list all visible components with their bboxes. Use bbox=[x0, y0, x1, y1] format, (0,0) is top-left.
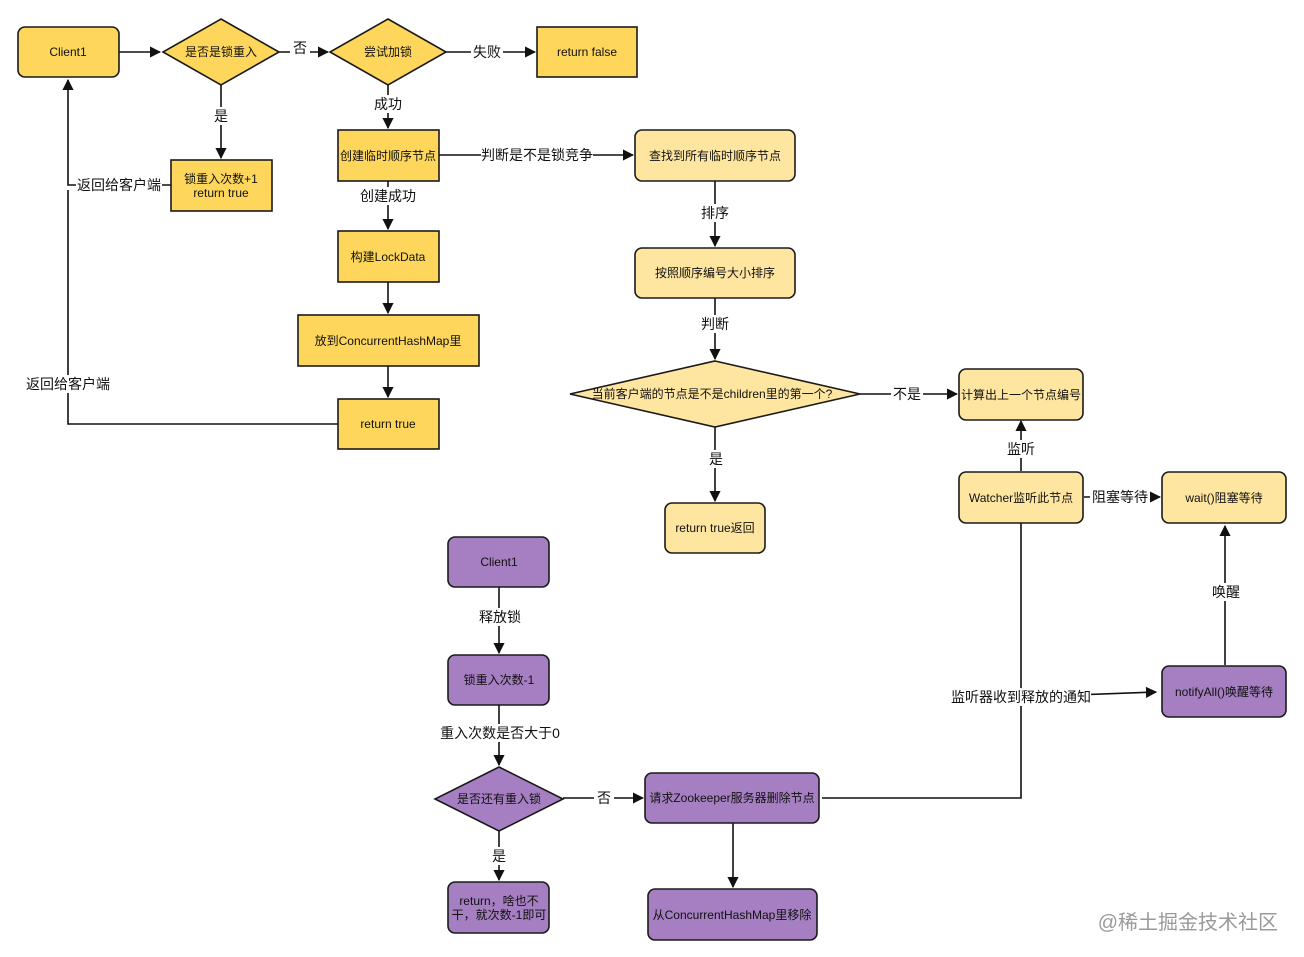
svg-text:干，就次数-1即可: 干，就次数-1即可 bbox=[452, 907, 547, 922]
label-listener-notified: 监听器收到释放的通知 bbox=[951, 689, 1091, 705]
label-create-success: 创建成功 bbox=[360, 188, 416, 204]
svg-text:查找到所有临时顺序节点: 查找到所有临时顺序节点 bbox=[649, 148, 781, 163]
svg-text:当前客户端的节点是不是children里的第一个?: 当前客户端的节点是不是children里的第一个? bbox=[592, 386, 833, 401]
label-listen: 监听 bbox=[1007, 441, 1035, 457]
reentrant-inc-node: 锁重入次数+1 return true bbox=[170, 159, 273, 212]
label-fail: 失败 bbox=[473, 44, 501, 60]
has-reentrant-decision: 是否还有重入锁 bbox=[433, 766, 565, 832]
svg-text:创建临时顺序节点: 创建临时顺序节点 bbox=[340, 148, 436, 163]
calc-prev-node: 计算出上一个节点编号 bbox=[958, 368, 1084, 421]
find-all-nodes: 查找到所有临时顺序节点 bbox=[634, 129, 796, 182]
wait-block-node: wait()阻塞等待 bbox=[1161, 471, 1287, 524]
svg-text:从ConcurrentHashMap里移除: 从ConcurrentHashMap里移除 bbox=[653, 907, 812, 922]
watcher-node: Watcher监听此节点 bbox=[958, 471, 1084, 524]
watermark-text: @稀土掘金技术社区 bbox=[1098, 911, 1278, 934]
svg-text:return true: return true bbox=[360, 417, 416, 431]
put-map-node: 放到ConcurrentHashMap里 bbox=[297, 314, 480, 367]
svg-text:是否是锁重入: 是否是锁重入 bbox=[185, 44, 257, 59]
nodes: Client1 是否是锁重入 尝试加锁 return false 锁重入次数+1… bbox=[17, 18, 1287, 941]
return-true-left-node: return true bbox=[337, 398, 440, 450]
label-return-client-2: 返回给客户端 bbox=[26, 376, 110, 392]
label-yes-3: 是 bbox=[492, 848, 506, 864]
build-lockdata-node: 构建LockData bbox=[337, 230, 440, 283]
label-judge-contention: 判断是不是锁竞争 bbox=[481, 147, 593, 163]
svg-text:请求Zookeeper服务器删除节点: 请求Zookeeper服务器删除节点 bbox=[649, 790, 814, 805]
svg-text:按照顺序编号大小排序: 按照顺序编号大小排序 bbox=[655, 265, 775, 280]
svg-text:Client1: Client1 bbox=[480, 555, 518, 569]
edge-delete-to-watcher bbox=[822, 523, 1022, 799]
svg-text:Client1: Client1 bbox=[49, 45, 87, 59]
return-true-back-node: return true返回 bbox=[664, 502, 766, 554]
svg-text:return true: return true bbox=[193, 186, 249, 200]
svg-text:计算出上一个节点编号: 计算出上一个节点编号 bbox=[961, 387, 1081, 402]
label-not: 不是 bbox=[893, 386, 921, 402]
client1-top-node: Client1 bbox=[17, 26, 120, 78]
create-temp-node: 创建临时顺序节点 bbox=[337, 129, 440, 182]
svg-text:放到ConcurrentHashMap里: 放到ConcurrentHashMap里 bbox=[315, 333, 462, 348]
label-judge: 判断 bbox=[701, 316, 729, 332]
label-sort: 排序 bbox=[701, 205, 729, 221]
remove-map-node: 从ConcurrentHashMap里移除 bbox=[647, 888, 818, 941]
svg-text:return true返回: return true返回 bbox=[675, 521, 754, 535]
svg-text:尝试加锁: 尝试加锁 bbox=[364, 44, 412, 59]
svg-text:是否还有重入锁: 是否还有重入锁 bbox=[457, 791, 541, 806]
svg-text:return，啥也不: return，啥也不 bbox=[459, 893, 538, 908]
label-wake: 唤醒 bbox=[1212, 584, 1240, 600]
svg-text:锁重入次数+1: 锁重入次数+1 bbox=[184, 171, 258, 186]
label-no-2: 否 bbox=[597, 790, 611, 806]
label-reentrant-gt0: 重入次数是否大于0 bbox=[440, 725, 560, 741]
client1-bottom-node: Client1 bbox=[447, 536, 550, 588]
request-delete-node: 请求Zookeeper服务器删除节点 bbox=[644, 772, 820, 824]
edge-returntrue-to-client bbox=[67, 190, 338, 425]
label-yes-1: 是 bbox=[214, 108, 228, 124]
return-false-node: return false bbox=[536, 26, 638, 78]
label-success: 成功 bbox=[374, 96, 402, 112]
label-no-1: 否 bbox=[293, 40, 307, 56]
label-yes-2: 是 bbox=[709, 451, 723, 467]
is-reentrant-decision: 是否是锁重入 bbox=[161, 18, 281, 86]
svg-text:notifyAll()唤醒等待: notifyAll()唤醒等待 bbox=[1175, 685, 1273, 699]
svg-text:构建LockData: 构建LockData bbox=[351, 249, 426, 264]
return-nothing-node: return，啥也不 干，就次数-1即可 bbox=[447, 881, 550, 934]
reentrant-dec-node: 锁重入次数-1 bbox=[447, 654, 550, 706]
edge-inc-to-client bbox=[62, 78, 171, 186]
svg-text:锁重入次数-1: 锁重入次数-1 bbox=[464, 672, 535, 687]
svg-text:wait()阻塞等待: wait()阻塞等待 bbox=[1184, 490, 1262, 505]
sort-nodes: 按照顺序编号大小排序 bbox=[634, 247, 796, 299]
svg-text:return false: return false bbox=[557, 45, 617, 59]
label-release-lock: 释放锁 bbox=[479, 609, 521, 625]
notify-all-node: notifyAll()唤醒等待 bbox=[1161, 665, 1287, 718]
is-first-decision: 当前客户端的节点是不是children里的第一个? bbox=[569, 360, 861, 428]
label-return-client-1: 返回给客户端 bbox=[77, 177, 161, 193]
try-lock-decision: 尝试加锁 bbox=[328, 18, 448, 86]
svg-text:Watcher监听此节点: Watcher监听此节点 bbox=[969, 491, 1073, 505]
label-block-wait: 阻塞等待 bbox=[1092, 489, 1148, 505]
edge-labels: 否 失败 是 成功 返回给客户端 判断是不是锁竞争 创建成功 排序 判断 返回给… bbox=[25, 40, 1241, 865]
